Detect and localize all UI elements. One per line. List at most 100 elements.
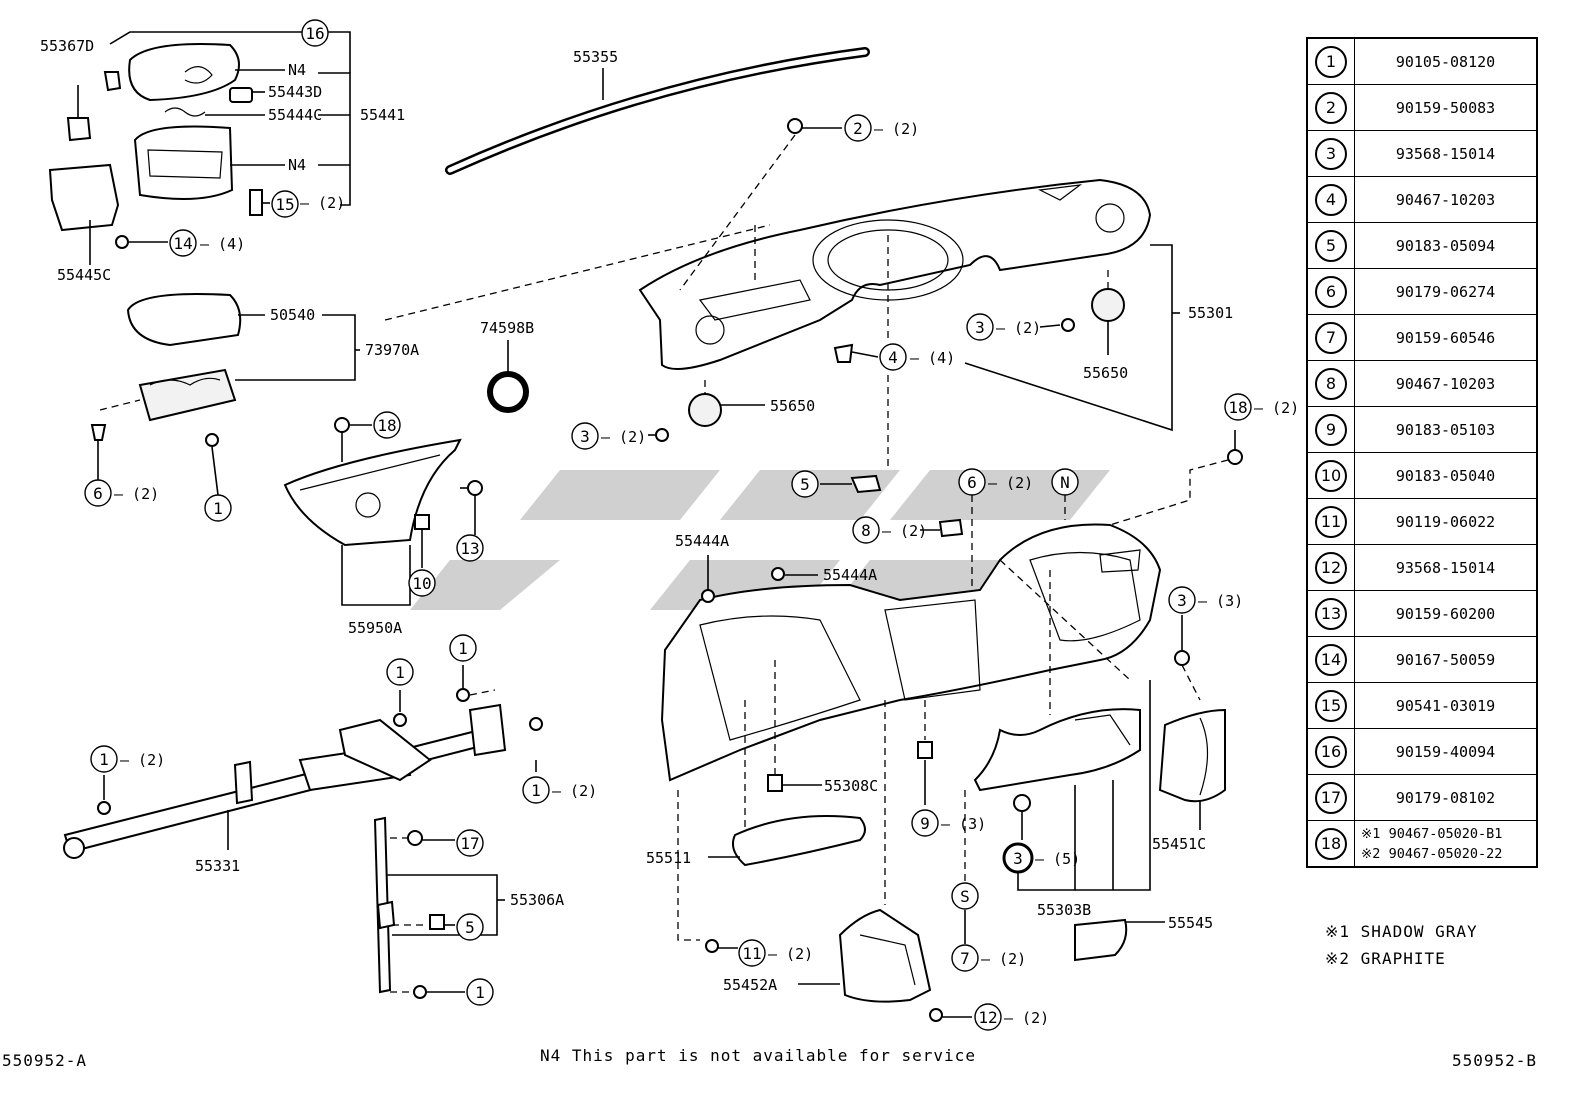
part-number: 90183-05094 <box>1395 236 1496 255</box>
svg-text:50540: 50540 <box>270 306 315 324</box>
callout-11: 11 <box>738 939 766 967</box>
table-cell-number: 18 <box>1306 820 1355 868</box>
callout-number: 7 <box>1315 321 1347 354</box>
svg-text:55367D: 55367D <box>40 37 94 55</box>
svg-text:– (4): – (4) <box>910 349 955 367</box>
svg-text:55511: 55511 <box>646 849 691 867</box>
svg-text:1: 1 <box>475 983 485 1002</box>
part-number-variant: ※2 90467-05020-22 <box>1361 845 1503 862</box>
main-instrument-panel <box>660 430 1243 941</box>
svg-text:55650: 55650 <box>1083 364 1128 382</box>
svg-text:55306A: 55306A <box>510 891 564 909</box>
callout-14: 14 <box>169 229 197 257</box>
table-cell-number: 8 <box>1306 360 1355 407</box>
quantity-labels: – (2) – (4) – (2) – (2) – (2) – (4) – (2… <box>114 120 1299 1027</box>
part-number: 90159-60200 <box>1395 604 1496 623</box>
callout-number: 8 <box>1315 367 1347 400</box>
svg-text:55355: 55355 <box>573 48 618 66</box>
table-cell-part-number: 93568-15014 <box>1354 544 1538 591</box>
color-note-2: ※2 GRAPHITE <box>1325 949 1446 968</box>
svg-text:3: 3 <box>1013 849 1023 868</box>
footer-right-code: 550952-B <box>1452 1051 1538 1070</box>
part-number: 90541-03019 <box>1395 696 1496 715</box>
callout-13: 13 <box>456 534 484 562</box>
svg-text:55443D: 55443D <box>268 83 322 101</box>
side-cover-55451c <box>1158 708 1226 830</box>
callouts: 16 15 14 6 1 18 13 10 2 3 4 3 5 6 N 8 18… <box>84 19 1252 1031</box>
part-number-variant: ※1 90467-05020-B1 <box>1361 825 1503 842</box>
table-cell-number: 4 <box>1306 176 1355 223</box>
bracket-55545 <box>1074 918 1165 962</box>
callout-17: 17 <box>456 829 484 857</box>
svg-text:8: 8 <box>861 521 871 540</box>
svg-text:6: 6 <box>93 484 103 503</box>
table-cell-number: 12 <box>1306 544 1355 591</box>
callout-number: 15 <box>1315 689 1347 722</box>
callout-3-far-right: 3 <box>1168 586 1196 614</box>
callout-16: 16 <box>301 19 329 47</box>
callout-number: 9 <box>1315 413 1347 446</box>
callout-number: 14 <box>1315 643 1347 676</box>
svg-text:N4: N4 <box>288 156 306 174</box>
svg-text:55452A: 55452A <box>723 976 777 994</box>
callout-3-right: 3 <box>966 313 994 341</box>
lower-cover-55452a <box>798 700 972 1022</box>
table-row: 14 90167-50059 <box>1306 636 1538 683</box>
svg-text:– (2): – (2) <box>114 485 159 503</box>
callout-1-airbag: 1 <box>204 494 232 522</box>
svg-text:55444A: 55444A <box>675 532 729 550</box>
svg-text:– (2): – (2) <box>874 120 919 138</box>
table-cell-part-number: 90541-03019 <box>1354 682 1538 729</box>
callout-1-e: 1 <box>466 978 494 1006</box>
svg-text:55441: 55441 <box>360 106 405 124</box>
svg-text:55444A: 55444A <box>823 566 877 584</box>
callout-1-b: 1 <box>449 634 477 662</box>
part-number: 90179-06274 <box>1395 282 1496 301</box>
svg-text:55650: 55650 <box>770 397 815 415</box>
lower-trim-55303b <box>973 680 1151 891</box>
svg-text:14: 14 <box>173 234 192 253</box>
table-cell-number: 5 <box>1306 222 1355 269</box>
callout-18-left: 18 <box>373 411 401 439</box>
callout-number: 13 <box>1315 597 1347 630</box>
svg-text:1: 1 <box>531 781 541 800</box>
svg-text:– (3): – (3) <box>941 815 986 833</box>
color-note-1: ※1 SHADOW GRAY <box>1325 922 1478 941</box>
callout-6-mid: 6 <box>958 468 986 496</box>
callout-2-top: 2 <box>844 114 872 142</box>
airbag-assembly <box>90 224 771 496</box>
table-row: 5 90183-05094 <box>1306 222 1538 269</box>
svg-text:S: S <box>960 887 970 906</box>
svg-text:7: 7 <box>960 949 970 968</box>
callout-number: 3 <box>1315 137 1347 170</box>
footer-left-code: 550952-A <box>2 1051 88 1070</box>
svg-text:55308C: 55308C <box>824 777 878 795</box>
svg-text:55950A: 55950A <box>348 619 402 637</box>
callout-7: 7 <box>951 944 979 972</box>
callout-6-left: 6 <box>84 479 112 507</box>
callout-9: 9 <box>911 809 939 837</box>
part-number: 90159-40094 <box>1395 742 1496 761</box>
part-number: 93568-15014 <box>1395 144 1496 163</box>
svg-text:74598B: 74598B <box>480 319 534 337</box>
table-cell-part-number: 90159-60200 <box>1354 590 1538 637</box>
part-number: 90467-10203 <box>1395 190 1496 209</box>
svg-text:– (2): – (2) <box>601 428 646 446</box>
table-cell-part-number: 90159-60546 <box>1354 314 1538 361</box>
svg-text:– (2): – (2) <box>768 945 813 963</box>
svg-text:12: 12 <box>978 1008 997 1027</box>
table-row: 4 90467-10203 <box>1306 176 1538 223</box>
svg-text:– (2): – (2) <box>552 782 597 800</box>
table-cell-part-number: 90183-05103 <box>1354 406 1538 453</box>
callout-number: 1 <box>1315 45 1347 78</box>
svg-text:18: 18 <box>1228 398 1247 417</box>
callout-4: 4 <box>879 343 907 371</box>
svg-text:4: 4 <box>888 348 898 367</box>
part-number: 90167-50059 <box>1395 650 1496 669</box>
table-cell-number: 2 <box>1306 84 1355 131</box>
